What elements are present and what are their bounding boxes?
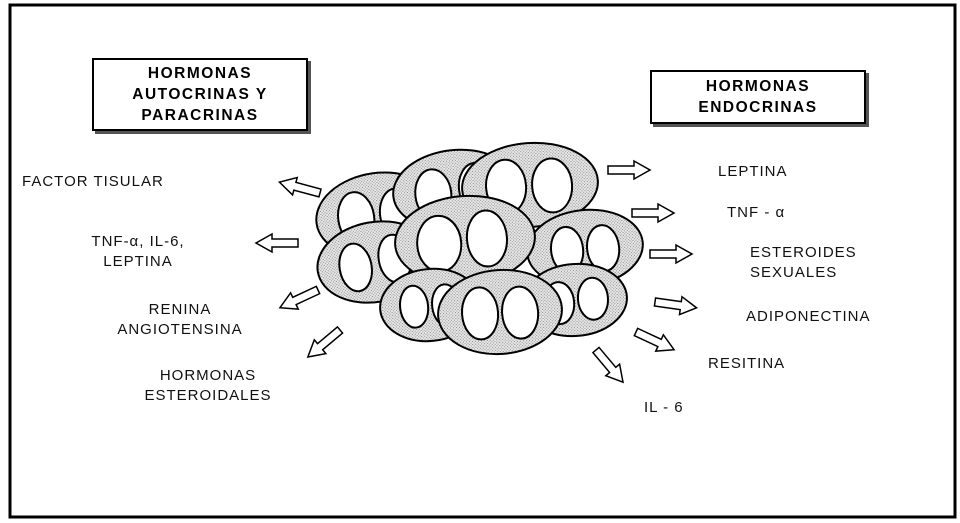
box-right-line-2: ENDOCRINAS: [652, 97, 864, 118]
box-left-line-3: PARACRINAS: [94, 105, 306, 126]
arrow-left-renina: [276, 282, 322, 316]
label-hormonas-line-1: HORMONAS: [118, 366, 298, 386]
arrow-right-il6: [589, 344, 630, 388]
label-hormonas-esteroidales: HORMONAS ESTEROIDALES: [118, 366, 298, 406]
label-esteroides-sexuales: ESTEROIDES SEXUALES: [750, 243, 857, 283]
label-esteroides-line-2: SEXUALES: [750, 263, 857, 283]
label-tnf-alpha-text: TNF - α: [727, 203, 785, 223]
label-factor-tisular-text: FACTOR TISULAR: [22, 172, 164, 192]
arrow-left-hormonas-esteroidales: [302, 323, 346, 364]
label-renina-angiotensina: RENINA ANGIOTENSINA: [100, 300, 260, 340]
arrow-right-tnf: [632, 204, 674, 222]
arrow-left-tnf: [256, 234, 298, 252]
label-il6: IL - 6: [644, 398, 684, 418]
label-renina-line-2: ANGIOTENSINA: [100, 320, 260, 340]
label-resitina: RESITINA: [708, 354, 785, 374]
label-tnf-line-1: TNF-α, IL-6,: [58, 232, 218, 252]
label-tnf-alpha: TNF - α: [727, 203, 785, 223]
label-renina-line-1: RENINA: [100, 300, 260, 320]
label-leptina: LEPTINA: [718, 162, 788, 182]
label-esteroides-line-1: ESTEROIDES: [750, 243, 857, 263]
label-adiponectina-text: ADIPONECTINA: [746, 307, 871, 327]
arrow-right-esteroides: [650, 245, 692, 263]
box-right-line-1: HORMONAS: [652, 76, 864, 97]
label-resitina-text: RESITINA: [708, 354, 785, 374]
label-adiponectina: ADIPONECTINA: [746, 307, 871, 327]
label-factor-tisular: FACTOR TISULAR: [22, 172, 164, 192]
adipocyte-cluster: [311, 138, 647, 358]
label-leptina-text: LEPTINA: [718, 162, 788, 182]
box-endocrinas: HORMONAS ENDOCRINAS: [650, 70, 866, 124]
label-hormonas-line-2: ESTEROIDALES: [118, 386, 298, 406]
box-left-line-1: HORMONAS: [94, 63, 306, 84]
label-tnf-line-2: LEPTINA: [58, 252, 218, 272]
label-tnf-il6-leptina: TNF-α, IL-6, LEPTINA: [58, 232, 218, 272]
label-il6-text: IL - 6: [644, 398, 684, 418]
box-left-line-2: AUTOCRINAS Y: [94, 84, 306, 105]
arrow-left-factor-tisular: [277, 173, 322, 201]
arrow-right-resitina: [632, 324, 678, 358]
box-autocrinas-paracrinas: HORMONAS AUTOCRINAS Y PARACRINAS: [92, 58, 308, 131]
arrow-right-adiponectina: [654, 293, 698, 317]
arrow-right-leptina: [608, 161, 650, 179]
